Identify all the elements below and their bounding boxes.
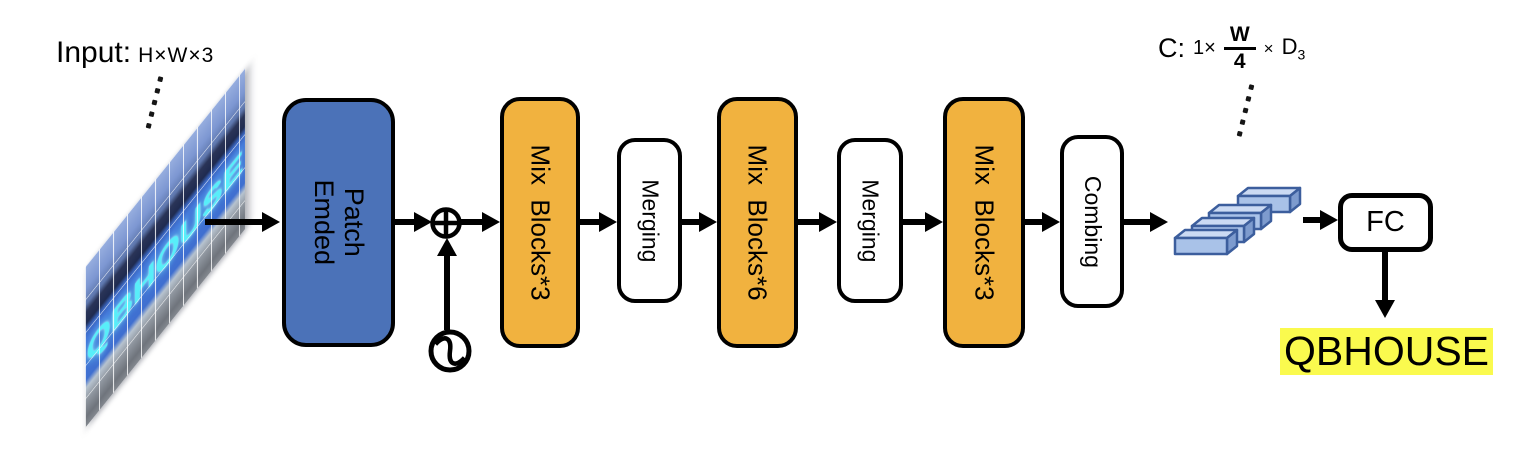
input-label: Input: H×W×3 xyxy=(56,36,214,70)
mix-blocks-1-label: Mix Blocks*3 xyxy=(525,144,556,301)
output-text-label: QBHOUSE xyxy=(1283,328,1490,374)
fraction-denominator: 4 xyxy=(1233,50,1246,74)
patch-grid-overlay xyxy=(85,68,245,429)
arrow-fc-to-output-head xyxy=(1375,300,1395,318)
mix-blocks-1: Mix Blocks*3 xyxy=(500,97,580,348)
arrow-mix2-to-merge2-line xyxy=(798,219,819,225)
arrow-encoding-to-add-line xyxy=(444,253,450,330)
mix-blocks-2-label: Mix Blocks*6 xyxy=(743,144,774,301)
arrow-mix1-to-merge1-head xyxy=(599,212,617,232)
arrow-combing-to-features-head xyxy=(1150,212,1168,232)
arrow-image-to-patch-line xyxy=(205,219,262,225)
dot xyxy=(1242,107,1249,114)
combing-block: Combing xyxy=(1060,135,1124,308)
mix-blocks-2: Mix Blocks*6 xyxy=(717,97,798,348)
dot xyxy=(154,87,161,94)
dot xyxy=(1245,95,1252,102)
arrow-mix2-to-merge2-head xyxy=(819,212,837,232)
merging-1-label: Merging xyxy=(637,178,664,263)
arrow-add-to-mix1-head xyxy=(482,212,500,232)
output-text: QBHOUSE xyxy=(1280,328,1493,375)
arrow-image-to-patch-head xyxy=(262,212,280,232)
mix-blocks-3: Mix Blocks*3 xyxy=(943,97,1025,348)
dot xyxy=(145,122,152,129)
arrow-patch-to-add-head xyxy=(414,212,432,232)
arrow-add-to-mix1-line xyxy=(461,219,482,225)
arrow-mix3-to-combing-head xyxy=(1042,212,1060,232)
patch-embed-label: Patch Emded xyxy=(308,179,369,266)
arrow-merge2-to-mix3-line xyxy=(903,219,925,225)
annotation-prefix: C: xyxy=(1158,33,1185,64)
annotation-dim: D3 xyxy=(1281,34,1306,63)
arrow-merge2-to-mix3-head xyxy=(925,212,943,232)
vertical-ellipsis-icon xyxy=(145,76,164,129)
feature-bar xyxy=(1173,186,1302,256)
arrow-merge1-to-mix2-head xyxy=(699,212,717,232)
combing-label: Combing xyxy=(1079,175,1106,268)
vertical-ellipsis-icon xyxy=(1236,84,1255,137)
fc-block: FC xyxy=(1338,193,1433,252)
arrow-features-to-fc-head xyxy=(1320,210,1338,230)
merging-2-label: Merging xyxy=(857,178,884,263)
dot xyxy=(148,111,155,118)
arrow-mix3-to-combing-line xyxy=(1025,219,1042,225)
annotation-fraction: W 4 xyxy=(1223,23,1256,74)
input-shape: H×W×3 xyxy=(138,44,215,67)
fraction-numerator: W xyxy=(1223,23,1256,51)
merging-block-1: Merging xyxy=(617,138,682,303)
add-icon xyxy=(430,207,462,239)
dot xyxy=(151,99,158,106)
arrow-fc-to-output-line xyxy=(1382,252,1388,300)
patch-embed-block: Patch Emded xyxy=(282,98,395,347)
dot xyxy=(1239,119,1246,126)
arrow-combing-to-features-line xyxy=(1124,219,1150,225)
arrow-merge1-to-mix2-line xyxy=(682,219,699,225)
annotation-dim-sub: 3 xyxy=(1297,46,1306,63)
annotation-times: × xyxy=(1263,38,1274,58)
arrow-encoding-to-add-head xyxy=(437,238,457,256)
dot xyxy=(1248,84,1255,91)
arrow-patch-to-add-line xyxy=(395,219,414,225)
positional-encoding-icon xyxy=(428,329,472,373)
arrow-features-to-fc-line xyxy=(1303,217,1320,223)
mix-blocks-3-label: Mix Blocks*3 xyxy=(969,144,1000,301)
feature-sequence-bars xyxy=(1173,186,1302,256)
fc-label: FC xyxy=(1366,206,1405,238)
annotation-factor: 1× xyxy=(1193,37,1216,60)
feature-shape-annotation: C: 1× W 4 × D3 xyxy=(1158,23,1306,74)
input-image: QBHOUSE xyxy=(85,68,245,429)
input-title: Input: xyxy=(56,36,132,69)
dot xyxy=(1236,130,1243,137)
merging-block-2: Merging xyxy=(837,138,903,303)
dot xyxy=(157,76,164,83)
arrow-mix1-to-merge1-line xyxy=(580,219,599,225)
